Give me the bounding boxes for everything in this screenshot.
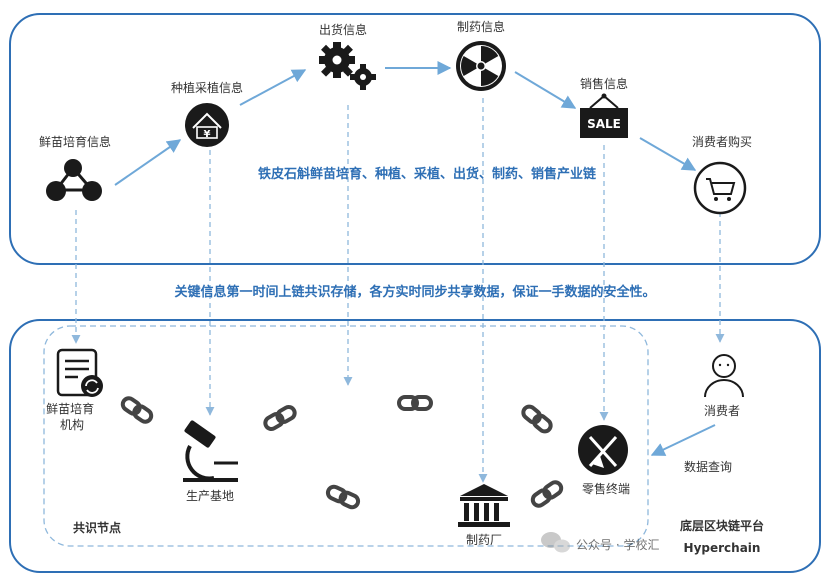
house-yuan-icon: ¥ [185, 103, 229, 147]
svg-text:SALE: SALE [587, 117, 621, 131]
document-recycle-icon [56, 348, 103, 397]
watermark-text: 公众号 · 学校汇 [576, 537, 659, 552]
bank-building-icon [458, 484, 510, 527]
gears-icon [319, 42, 376, 90]
flow-arrow-2 [239, 69, 307, 106]
chain-title: 铁皮石斛鲜苗培育、种植、采植、出货、制药、销售产业链 [257, 166, 597, 182]
label-consumer-buy: 消费者购买 [692, 134, 752, 149]
flow-arrow-4 [514, 71, 577, 109]
microscope-icon [183, 420, 238, 482]
sale-sign-icon: SALE [580, 93, 628, 138]
label-institute-line1: 鲜苗培育 [46, 401, 94, 416]
radiation-icon [456, 41, 506, 91]
middle-caption: 关键信息第一时间上链共识存储，各方实时同步共享数据，保证一手数据的安全性。 [174, 284, 655, 300]
label-consumer: 消费者 [704, 404, 740, 418]
person-icon [704, 354, 744, 398]
cart-icon [693, 161, 747, 215]
label-institute: 鲜苗培育 机构 [46, 401, 98, 432]
chain-link-icon [120, 396, 154, 424]
flow-arrow-5 [639, 137, 697, 171]
query-arrow [650, 424, 716, 456]
chain-link-icon [263, 405, 297, 431]
label-platform-sub: Hyperchain [684, 541, 761, 555]
label-pharma-info: 制药信息 [457, 19, 505, 34]
bottom-panel [9, 319, 821, 573]
label-retail: 零售终端 [582, 481, 630, 496]
chain-link-icon [325, 484, 361, 510]
label-data-query: 数据查询 [684, 459, 732, 474]
label-seedling-info: 鲜苗培育信息 [39, 134, 111, 149]
network-icon [46, 159, 102, 201]
label-consensus-node: 共识节点 [73, 520, 121, 535]
top-panel [9, 13, 821, 265]
svg-text:¥: ¥ [204, 129, 211, 140]
chain-link-icon [530, 480, 564, 508]
flow-arrow-1 [114, 139, 182, 186]
wechat-icon [541, 532, 570, 553]
label-factory: 制药厂 [466, 533, 502, 547]
knife-fork-icon [578, 425, 628, 475]
consensus-dashed-box [43, 325, 649, 547]
label-production-base: 生产基地 [186, 489, 234, 503]
label-institute-line2: 机构 [60, 417, 84, 432]
label-sales-info: 销售信息 [580, 76, 628, 91]
label-shipping-info: 出货信息 [319, 22, 367, 37]
label-platform: 底层区块链平台 [680, 518, 764, 533]
chain-link-icon [521, 404, 553, 434]
chain-link-icon [397, 395, 433, 411]
label-planting-info: 种植采植信息 [171, 80, 243, 95]
